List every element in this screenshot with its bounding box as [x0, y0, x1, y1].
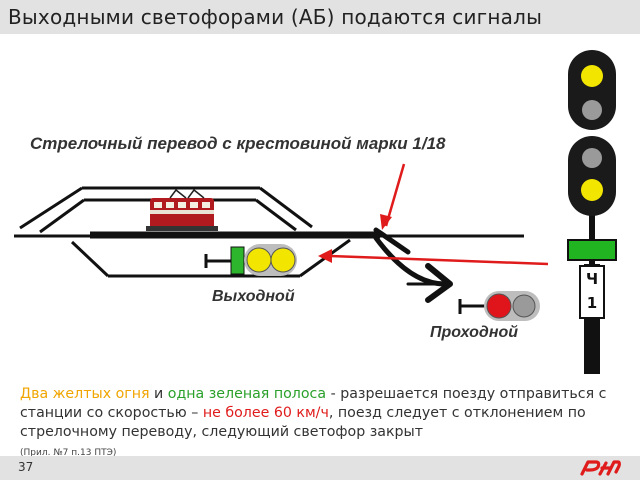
exit-signal: [204, 244, 297, 276]
pass-signal-label: Проходной: [430, 324, 519, 341]
main-track: [14, 231, 524, 239]
page-number: 37: [18, 460, 34, 474]
exit-signal-yellow-light-2: [270, 247, 296, 273]
title-bar: Выходными светофорами (АБ) подаются сигн…: [0, 0, 640, 34]
track-diagram: [14, 50, 617, 374]
caption-yellow-lights: Два желтых огня: [20, 386, 150, 402]
signal-pointer-arrow: [318, 249, 549, 266]
mast-letter-2: 1: [586, 294, 598, 312]
route-arrow-icon: [425, 263, 453, 303]
switch-label: Стрелочный перевод с крестовиной марки 1…: [30, 134, 446, 153]
exit-signal-green-bar: [230, 246, 245, 275]
pass-signal-unlit-light: [512, 294, 536, 318]
caption-speed-limit: не более 60 км/ч: [202, 405, 329, 421]
slide-title: Выходными светофорами (АБ) подаются сигн…: [8, 5, 543, 29]
mast-letter-1: Ч: [585, 270, 599, 288]
caption-and: и: [149, 386, 168, 402]
mast-unlit-light-1: [582, 100, 602, 120]
exit-signal-label: Выходной: [212, 288, 295, 305]
pass-signal-red-light: [486, 293, 512, 319]
caption-reference: (Прил. №7 п.13 ПТЭ): [20, 448, 117, 458]
mast-yellow-light-bottom: [581, 179, 603, 201]
pass-signal: [458, 291, 540, 321]
signal-mast: [567, 50, 617, 374]
rzd-logo-icon: [580, 460, 621, 476]
caption-route: , поезд следует с отклонением по стрелоч…: [20, 405, 586, 440]
caption-dash: -: [326, 386, 341, 402]
lower-siding-track: [70, 238, 351, 278]
locomotive-icon: [146, 188, 218, 231]
switch-branch-track: [373, 227, 448, 287]
caption-green-bar: одна зеленая полоса: [167, 386, 327, 402]
caption-permission: разрешается поезду отправиться с станции…: [20, 386, 607, 421]
switch-pointer-arrow: [380, 163, 406, 230]
signal-caption: Два желтых огня и одна зеленая полоса - …: [20, 385, 630, 463]
exit-signal-yellow-light-1: [246, 247, 272, 273]
footer-bar: 37: [0, 456, 640, 480]
mast-unlit-light-2: [582, 148, 602, 168]
mast-yellow-light-top: [581, 65, 603, 87]
